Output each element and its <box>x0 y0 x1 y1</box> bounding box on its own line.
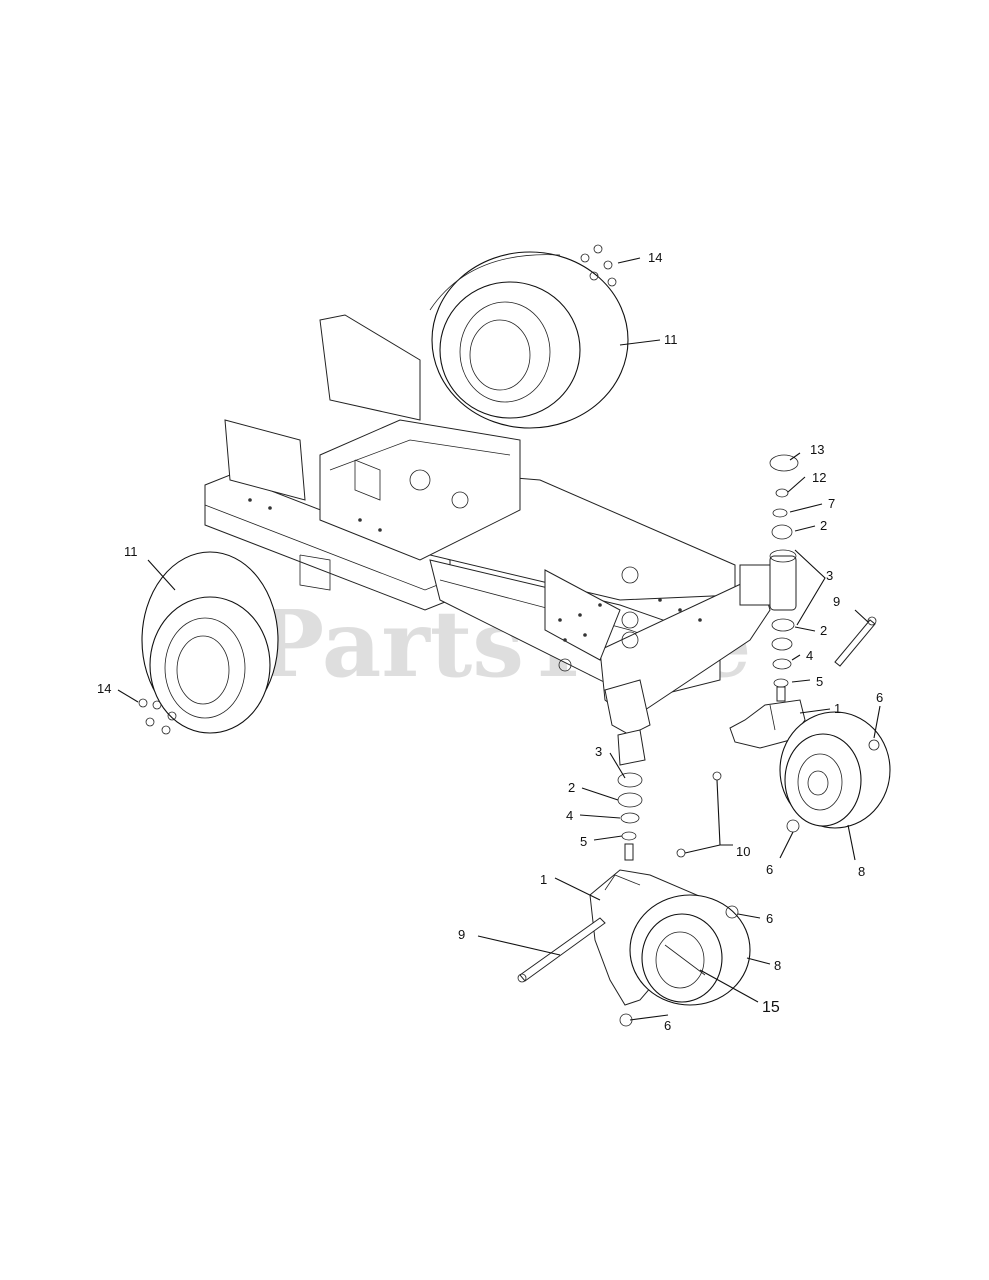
callout-3: 3 <box>595 744 602 759</box>
callout-2: 2 <box>820 518 827 533</box>
grease-fittings <box>676 771 722 858</box>
callout-labels: 14 11 13 12 7 2 3 9 2 4 5 11 14 1 6 3 2 … <box>97 250 883 1033</box>
callout-8: 8 <box>858 864 865 879</box>
callout-10: 10 <box>736 844 750 859</box>
callout-1: 1 <box>540 872 547 887</box>
right-caster-stack <box>769 454 799 702</box>
callout-15: 15 <box>762 999 780 1016</box>
callout-2: 2 <box>820 623 827 638</box>
callout-14: 14 <box>648 250 662 265</box>
axle-bolt-left <box>517 917 606 983</box>
callout-6: 6 <box>664 1018 671 1033</box>
callout-4: 4 <box>806 648 813 663</box>
callout-4: 4 <box>566 808 573 823</box>
axle-bolt-right <box>834 616 877 667</box>
callout-5: 5 <box>816 674 823 689</box>
callout-6: 6 <box>766 862 773 877</box>
callout-11: 11 <box>664 332 678 347</box>
callout-5: 5 <box>580 834 587 849</box>
right-caster-fork <box>729 699 806 749</box>
callout-11: 11 <box>124 544 138 559</box>
front-tire-right <box>779 711 891 833</box>
rear-tire-top <box>429 251 629 429</box>
callout-6: 6 <box>766 911 773 926</box>
rear-tire-left <box>141 551 279 734</box>
callout-6: 6 <box>876 690 883 705</box>
callout-7: 7 <box>828 496 835 511</box>
callout-13: 13 <box>810 442 824 457</box>
callout-9: 9 <box>458 927 465 942</box>
lug-nuts-top <box>580 244 617 287</box>
callout-3: 3 <box>826 568 833 583</box>
front-tire-left <box>619 894 751 1027</box>
leader-lines <box>117 257 881 1021</box>
lug-nuts-left <box>138 698 177 735</box>
callout-9: 9 <box>833 594 840 609</box>
frame-assembly <box>204 314 771 736</box>
left-caster-stack <box>617 729 646 861</box>
callout-1: 1 <box>834 701 841 716</box>
callout-12: 12 <box>812 470 826 485</box>
callout-14: 14 <box>97 681 111 696</box>
callout-2: 2 <box>568 780 575 795</box>
callout-8: 8 <box>774 958 781 973</box>
